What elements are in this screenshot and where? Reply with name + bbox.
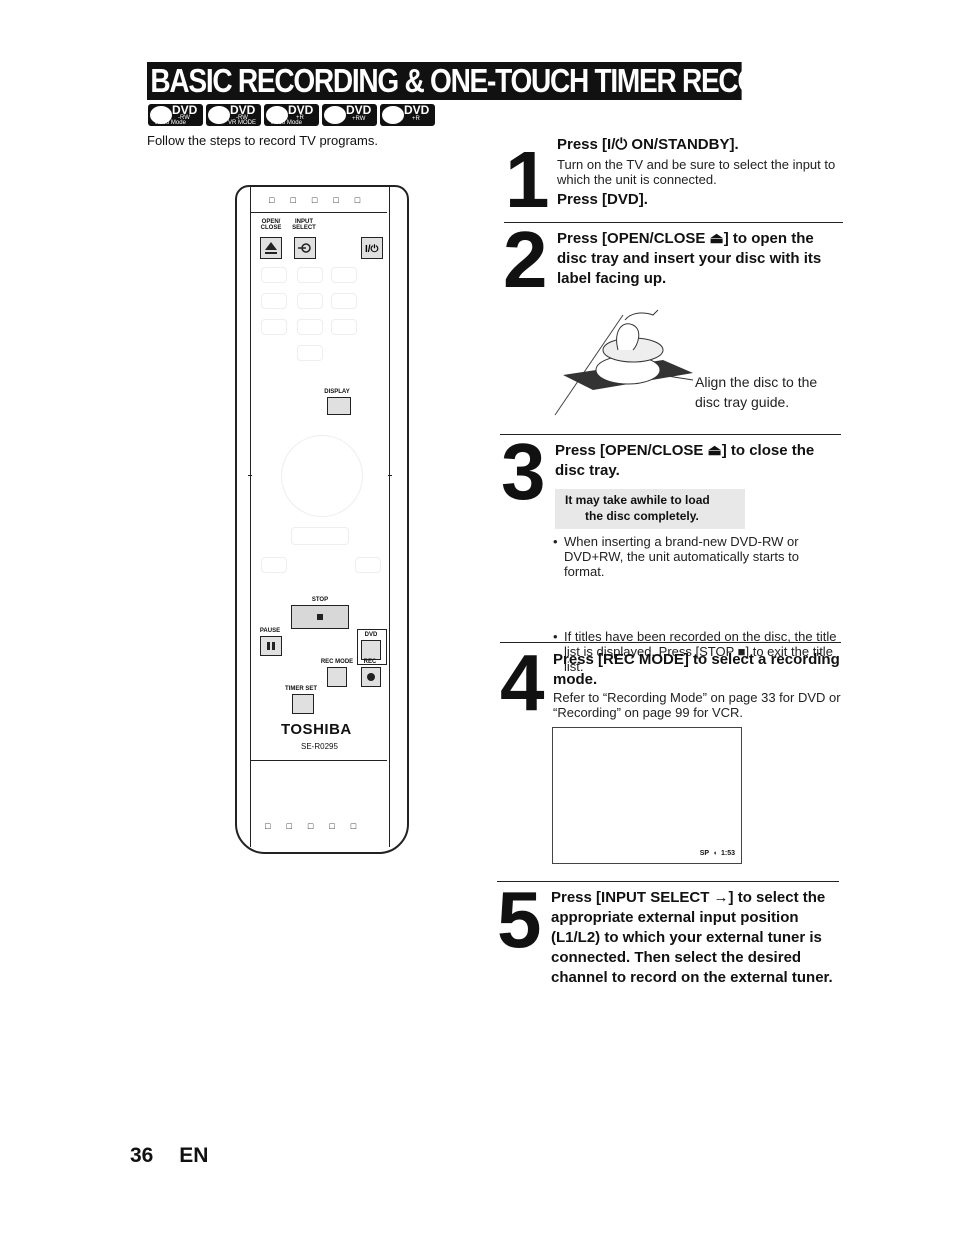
- timer-set-label: TIMER SET: [284, 686, 317, 692]
- input-select-button[interactable]: [294, 237, 316, 259]
- step-4-body: Refer to “Recording Mode” on page 33 for…: [553, 690, 841, 720]
- disc-icon: [150, 106, 172, 124]
- open-close-label: OPEN/ CLOSE: [260, 219, 282, 231]
- remote-face: □□□□□ OPEN/ CLOSE INPUT SELECT I/⏻ DISPL…: [248, 185, 392, 847]
- display-label: DISPLAY: [324, 389, 350, 395]
- disc-align-callout: Align the disc to the disc tray guide.: [695, 374, 818, 410]
- eject-icon: [265, 242, 277, 254]
- display-button[interactable]: [327, 397, 351, 415]
- stop-label: STOP: [311, 597, 329, 603]
- step-2-number: 2: [503, 215, 548, 304]
- rec-label: REC: [363, 659, 377, 665]
- dvd-plus-r-badge: DVD +R: [380, 104, 435, 126]
- disc-icon: ◖: [710, 850, 720, 857]
- svg-text:I/⏻: I/⏻: [365, 243, 379, 255]
- rec-icon: [367, 673, 375, 681]
- step-1-body: Turn on the TV and be sure to select the…: [557, 157, 836, 187]
- power-icon: I/⏻: [365, 243, 379, 255]
- step-4-heading: Press [REC MODE] to select a recording m…: [553, 651, 840, 688]
- stop-button[interactable]: [291, 605, 349, 629]
- dvd-r-video-badge: DVD +R Video Mode: [264, 104, 319, 126]
- pause-button[interactable]: [260, 636, 282, 656]
- step-5-number: 5: [497, 875, 542, 964]
- pause-label: PAUSE: [259, 628, 281, 634]
- input-select-icon: [298, 243, 311, 253]
- dvd-button[interactable]: [361, 640, 381, 660]
- disc-type-badges: DVD -RW Video Mode DVD -RW VR MODE DVD +…: [148, 104, 435, 126]
- step-2-heading: Press [OPEN/CLOSE ⏏] to open the disc tr…: [557, 230, 822, 287]
- rec-button[interactable]: [361, 667, 381, 687]
- dvd-plus-rw-badge: DVD +RW: [322, 104, 377, 126]
- pause-icon: [267, 642, 275, 650]
- step-3-bullet-1: When inserting a brand-new DVD-RW or DVD…: [553, 534, 834, 579]
- loading-note: It may take awhile to load the disc comp…: [555, 489, 745, 529]
- rec-mode-label: REC MODE: [320, 659, 354, 665]
- remote-top-dots: □□□□□: [269, 195, 361, 205]
- step-1-number: 1: [505, 135, 550, 224]
- disc-tray-illustration: [554, 309, 694, 416]
- step-1-heading2: Press [DVD].: [557, 191, 648, 208]
- step-5-heading: Press [INPUT SELECT →] to select the app…: [551, 889, 833, 986]
- power-button[interactable]: I/⏻: [361, 237, 383, 259]
- rec-mode-button[interactable]: [327, 667, 347, 687]
- dvd-rw-video-badge: DVD -RW Video Mode: [148, 104, 203, 126]
- disc-icon: [324, 106, 346, 124]
- remote-model: SE-R0295: [301, 742, 338, 751]
- step-3-number: 3: [501, 427, 546, 516]
- timer-set-button[interactable]: [292, 694, 314, 714]
- step-1-heading: Press [I/⏻ ON/STANDBY].: [557, 136, 739, 153]
- screen-status: SP ◖ 1:53: [700, 850, 735, 857]
- input-select-label: INPUT SELECT: [292, 219, 316, 231]
- page-number: 36 EN: [130, 1144, 209, 1167]
- dvd-label: DVD: [364, 632, 378, 638]
- screen-mode: SP: [699, 850, 709, 857]
- intro-text: Follow the steps to record TV programs.: [147, 133, 378, 148]
- disc-icon: [266, 106, 288, 124]
- open-close-button[interactable]: [260, 237, 282, 259]
- step-3-heading: Press [OPEN/CLOSE ⏏] to close the disc t…: [555, 442, 815, 479]
- stop-icon: [317, 614, 323, 620]
- dvd-rw-vr-badge: DVD -RW VR MODE: [206, 104, 261, 126]
- step-3-bullet-2: If titles have been recorded on the disc…: [553, 629, 849, 674]
- disc-icon: [382, 106, 404, 124]
- remote-brand: TOSHIBA: [281, 721, 352, 738]
- step-4-number: 4: [500, 638, 545, 727]
- remote-bottom-dots: □□□□□: [265, 821, 357, 831]
- disc-icon: [208, 106, 230, 124]
- page-title: BASIC RECORDING & ONE-TOUCH TIMER RECORD…: [147, 62, 843, 100]
- tv-screen-illustration: SP ◖ 1:53: [552, 727, 742, 864]
- screen-time: 1:53: [720, 850, 735, 857]
